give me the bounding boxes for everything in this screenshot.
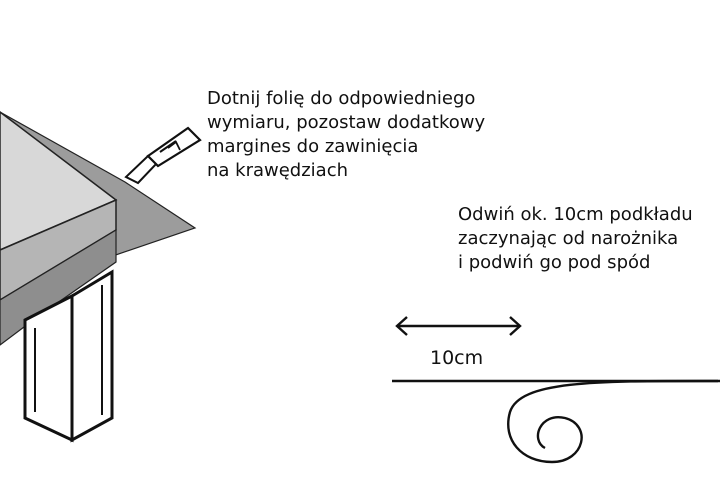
unroll-instruction-line: zaczynając od narożnika [458,228,679,249]
cut-instruction-line: na krawędziach [207,160,349,181]
unroll-instruction-line: i podwiń go pod spód [458,252,651,273]
cut-instruction-line: margines do zawinięcia [207,136,419,157]
table-leg-inner [34,285,103,415]
unroll-instruction-line: Odwiń ok. 10cm podkładu [458,204,693,225]
curl-spiral-icon [507,379,719,464]
cut-instruction-line: wymiaru, pozostaw dodatkowy [207,112,486,133]
unroll-instruction: Odwiń ok. 10cm podkładu zaczynając od na… [458,203,693,275]
film-overhang [0,228,117,346]
cut-instruction-line: Dotnij folię do odpowiedniego [207,88,476,109]
utility-knife-icon [124,126,202,185]
cut-instruction: Dotnij folię do odpowiedniego wymiaru, p… [207,87,485,183]
dimension-label: 10cm [430,347,484,369]
double-arrow-icon [395,316,522,336]
